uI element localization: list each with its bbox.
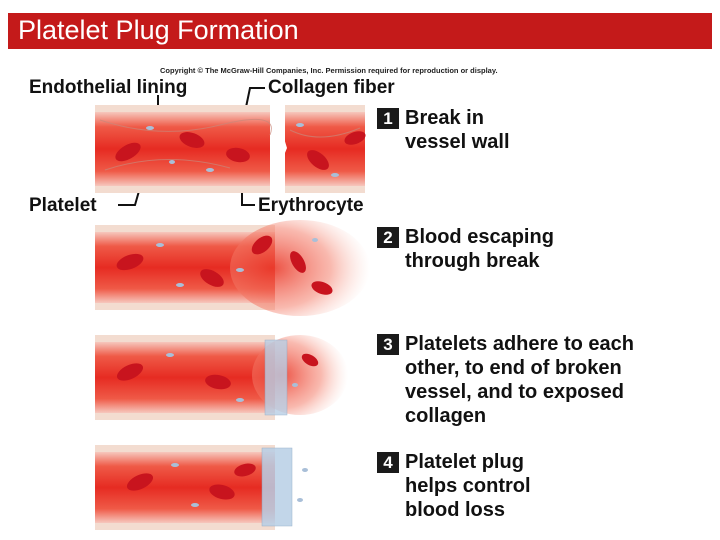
vessel-panel-1 — [95, 105, 366, 193]
label-collagen-fiber: Collagen fiber — [268, 77, 395, 98]
step-4-number: 4 — [377, 452, 399, 473]
vessel-panel-3 — [95, 335, 348, 420]
label-platelet: Platelet — [29, 195, 97, 216]
label-erythrocyte: Erythrocyte — [258, 195, 364, 216]
step-2-text: Blood escaping through break — [405, 226, 554, 272]
step-2-number: 2 — [377, 227, 399, 248]
label-endothelial-lining: Endothelial lining — [29, 77, 188, 98]
title-bar — [8, 13, 712, 49]
step-3-text: Platelets adhere to each other, to end o… — [405, 333, 634, 427]
vessel-panel-2 — [95, 220, 370, 316]
step-1-number: 1 — [377, 108, 399, 129]
step-3-number: 3 — [377, 334, 399, 355]
slide-title: Platelet Plug Formation — [18, 15, 299, 45]
step-4-text: Platelet plug helps control blood loss — [405, 451, 531, 521]
step-1-text: Break in vessel wall — [405, 107, 510, 153]
vessel-panel-4 — [95, 445, 308, 530]
copyright-notice: Copyright © The McGraw-Hill Companies, I… — [160, 66, 498, 75]
